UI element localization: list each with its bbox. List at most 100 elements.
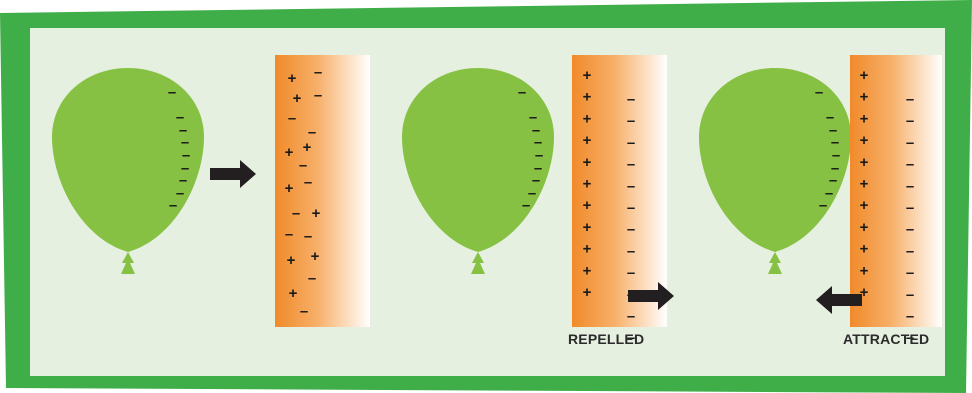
negative-charge: – [627,156,635,173]
negative-charge: – [176,109,184,126]
positive-charge: + [583,132,592,149]
negative-charge: – [831,160,839,177]
negative-charge: – [299,157,307,174]
balloon-2 [402,68,554,252]
negative-charge: – [176,185,184,202]
negative-charge: – [314,87,322,104]
negative-charge: – [906,308,914,325]
negative-charge: – [627,243,635,260]
left-arrow-icon [816,286,862,314]
balloon-3-charges: ––––––––– [815,84,840,214]
positive-charge: + [293,90,302,107]
negative-charge: – [532,122,540,139]
negative-charge: – [181,160,189,177]
positive-charge: + [288,70,297,87]
positive-charge: + [860,241,869,258]
negative-charge: – [906,113,914,130]
positive-charge: + [860,284,869,301]
negative-charge: – [182,147,190,164]
negative-charge: – [179,122,187,139]
positive-charge: + [287,252,296,269]
negative-charge: – [832,147,840,164]
negative-charge: – [627,308,635,325]
wall-3-charges: +++++++++++–––––––––––– [860,67,915,347]
positive-charge: + [860,67,869,84]
repelled-label: REPELLED [568,331,645,347]
positive-charge: + [860,89,869,106]
negative-charge: – [529,109,537,126]
balloon-1 [52,68,204,252]
positive-charge: + [285,144,294,161]
negative-charge: – [627,221,635,238]
negative-charge: – [906,286,914,303]
positive-charge: + [583,241,592,258]
negative-charge: – [534,160,542,177]
negative-charge: – [627,265,635,282]
scene-2: ––––––––– +++++++++++–––––––––––– [402,55,674,347]
wall-1-charges: +–+–––++–+––+––+++–– [285,64,323,320]
balloon-knot-1 [121,252,135,274]
wall-2 [572,55,667,327]
balloon-2-charges: ––––––––– [518,84,543,214]
negative-charge: – [304,174,312,191]
scene-3: ––––––––– +++++++++++–––––––––––– [699,55,942,347]
negative-charge: – [314,64,322,81]
negative-charge: – [627,200,635,217]
positive-charge: + [860,262,869,279]
positive-charge: + [583,110,592,127]
negative-charge: – [627,330,635,347]
negative-charge: – [906,156,914,173]
negative-charge: – [179,172,187,189]
balloon-1-charges: ––––––––– [168,84,190,214]
positive-charge: + [583,197,592,214]
negative-charge: – [169,197,177,214]
wall-3 [850,55,942,327]
positive-charge: + [860,110,869,127]
positive-charge: + [583,89,592,106]
negative-charge: – [285,226,293,243]
negative-charge: – [627,178,635,195]
negative-charge: – [627,91,635,108]
negative-charge: – [906,330,914,347]
negative-charge: – [532,172,540,189]
negative-charge: – [906,91,914,108]
negative-charge: – [906,265,914,282]
positive-charge: + [289,285,298,302]
negative-charge: – [829,122,837,139]
negative-charge: – [906,243,914,260]
positive-charge: + [583,284,592,301]
scene-1: ––––––––– +–+–––++–+––+––+++–– [52,55,370,327]
negative-charge: – [826,109,834,126]
negative-charge: – [906,221,914,238]
wall-1 [275,55,370,327]
negative-charge: – [831,134,839,151]
negative-charge: – [181,134,189,151]
positive-charge: + [312,205,321,222]
negative-charge: – [304,228,312,245]
negative-charge: – [819,197,827,214]
balloon-knot-3 [768,252,782,274]
negative-charge: – [535,147,543,164]
right-arrow-icon [628,282,674,310]
negative-charge: – [906,134,914,151]
negative-charge: – [308,270,316,287]
positive-charge: + [583,154,592,171]
negative-charge: – [627,113,635,130]
attracted-label: ATTRACTED [843,331,930,347]
positive-charge: + [860,197,869,214]
negative-charge: – [829,172,837,189]
negative-charge: – [825,185,833,202]
balloon-3 [699,68,851,252]
negative-charge: – [906,200,914,217]
positive-charge: + [860,132,869,149]
positive-charge: + [583,262,592,279]
negative-charge: – [300,303,308,320]
negative-charge: – [292,205,300,222]
negative-charge: – [518,84,526,101]
positive-charge: + [311,248,320,265]
right-arrow-icon [210,160,256,188]
positive-charge: + [583,219,592,236]
balloon-knot-2 [471,252,485,274]
negative-charge: – [627,134,635,151]
